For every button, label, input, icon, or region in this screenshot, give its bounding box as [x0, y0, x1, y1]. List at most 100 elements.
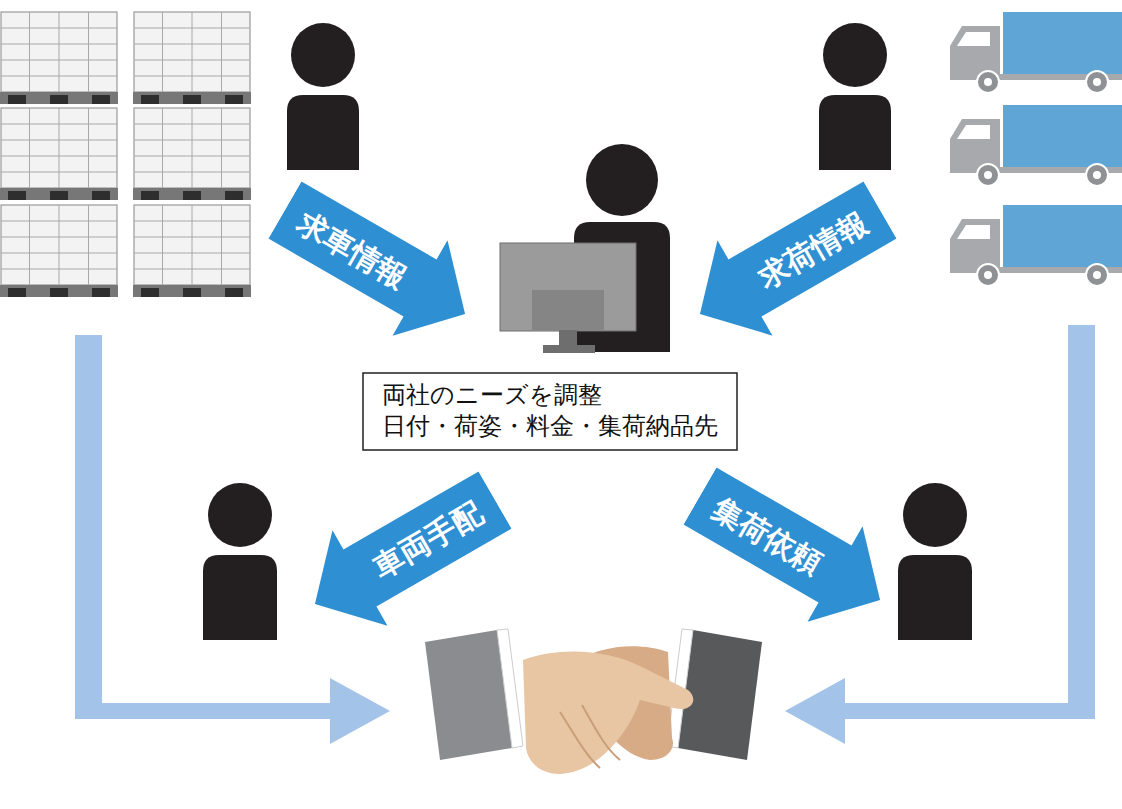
- box-seam: [29, 12, 30, 92]
- arrow-label-shape: 求荷情報: [672, 162, 907, 361]
- pallet: [0, 285, 118, 297]
- cargo-boxes: [1, 108, 117, 188]
- cargo-boxes: [134, 108, 250, 188]
- truck-window: [957, 125, 990, 139]
- text-holder: 両社のニーズを調整日付・荷姿・料金・集荷納品先: [362, 372, 738, 450]
- monitor-back: [532, 290, 604, 330]
- truck-cargo: [1003, 205, 1122, 267]
- person-head: [208, 483, 272, 547]
- cargo-boxes: [1, 205, 117, 285]
- pallet-stack: [133, 12, 251, 104]
- truck-cab: [950, 219, 1000, 267]
- truck-cargo: [1003, 105, 1122, 167]
- person-icon: [203, 483, 277, 640]
- wheel: [977, 164, 999, 186]
- pallet-block: [183, 191, 201, 200]
- pallet-block: [92, 95, 110, 104]
- pallet-block: [183, 95, 201, 104]
- note-text: 両社のニーズを調整: [382, 380, 718, 411]
- box-seam: [29, 205, 30, 285]
- pallet-stack: [0, 205, 118, 297]
- arrow-body: [287, 452, 522, 651]
- pallet-block: [183, 288, 201, 297]
- person-icon: [898, 483, 972, 640]
- cargo-boxes: [1, 12, 117, 92]
- arrow-label-shape: 車両手配: [287, 452, 522, 651]
- truck-cab: [950, 26, 1000, 74]
- cargo-boxes: [134, 12, 250, 92]
- arrow-body: [672, 162, 907, 361]
- box-seam: [59, 12, 60, 92]
- wheel: [1086, 264, 1108, 286]
- box-seam: [221, 12, 222, 92]
- truck-group: [950, 12, 1122, 286]
- pallet: [0, 188, 118, 200]
- truck-cargo: [1003, 12, 1122, 74]
- box-seam: [162, 205, 163, 285]
- truck: [950, 205, 1122, 286]
- wheel-hub: [1093, 271, 1101, 279]
- pallet-block: [8, 191, 26, 200]
- truck-cab: [950, 119, 1000, 167]
- pallet-block: [50, 191, 68, 200]
- person-icon: [819, 23, 891, 170]
- flow-arrow: [75, 335, 390, 744]
- person-head: [586, 144, 658, 216]
- pallet-block: [50, 288, 68, 297]
- person-body: [898, 555, 972, 640]
- wheel: [977, 264, 999, 286]
- pallet-stack: [0, 12, 118, 104]
- box-seam: [88, 205, 89, 285]
- cuff: [497, 629, 523, 748]
- note-text: 日付・荷姿・料金・集荷納品先: [382, 411, 718, 442]
- box-seam: [88, 108, 89, 188]
- truck: [950, 105, 1122, 186]
- pallet: [0, 92, 118, 104]
- box-seam: [162, 12, 163, 92]
- truck-window: [957, 225, 990, 239]
- wheel-hub: [984, 171, 992, 179]
- pallet-block: [92, 191, 110, 200]
- arrow-label-shape: 集荷依頼: [672, 448, 907, 647]
- box-seam: [221, 108, 222, 188]
- wheel-hub: [1093, 78, 1101, 86]
- wheel: [1086, 164, 1108, 186]
- pallet-block: [141, 95, 159, 104]
- pallet-group: [0, 12, 251, 297]
- arrow-label-shape: 求車情報: [257, 162, 492, 361]
- person-body: [287, 95, 359, 170]
- pallet: [133, 188, 251, 200]
- box-seam: [29, 108, 30, 188]
- box-seam: [59, 205, 60, 285]
- pallet-block: [92, 288, 110, 297]
- note-box: 両社のニーズを調整日付・荷姿・料金・集荷納品先: [362, 372, 738, 451]
- hand: [523, 651, 693, 774]
- person-icon: [287, 23, 359, 170]
- pallet-stack: [0, 108, 118, 200]
- pallet: [133, 92, 251, 104]
- box-seam: [59, 108, 60, 188]
- box-seam: [192, 205, 193, 285]
- monitor-stand: [559, 330, 577, 346]
- person-head: [291, 23, 355, 87]
- pallet-block: [225, 95, 243, 104]
- box-seam: [221, 205, 222, 285]
- pallet-block: [50, 95, 68, 104]
- box-border: [363, 373, 737, 450]
- pallet-block: [225, 191, 243, 200]
- arrow-body: [257, 162, 492, 361]
- pallet-block: [141, 191, 159, 200]
- wheel-hub: [984, 78, 992, 86]
- truck-window: [957, 32, 990, 46]
- finger-line: [560, 705, 620, 768]
- pallet-block: [225, 288, 243, 297]
- box-seam: [88, 12, 89, 92]
- monitor-frame: [500, 243, 636, 331]
- pallet-block: [8, 95, 26, 104]
- handshake: [425, 629, 762, 774]
- arrow-body: [672, 448, 907, 647]
- pallet: [133, 285, 251, 297]
- pallet-block: [141, 288, 159, 297]
- person-head: [903, 483, 967, 547]
